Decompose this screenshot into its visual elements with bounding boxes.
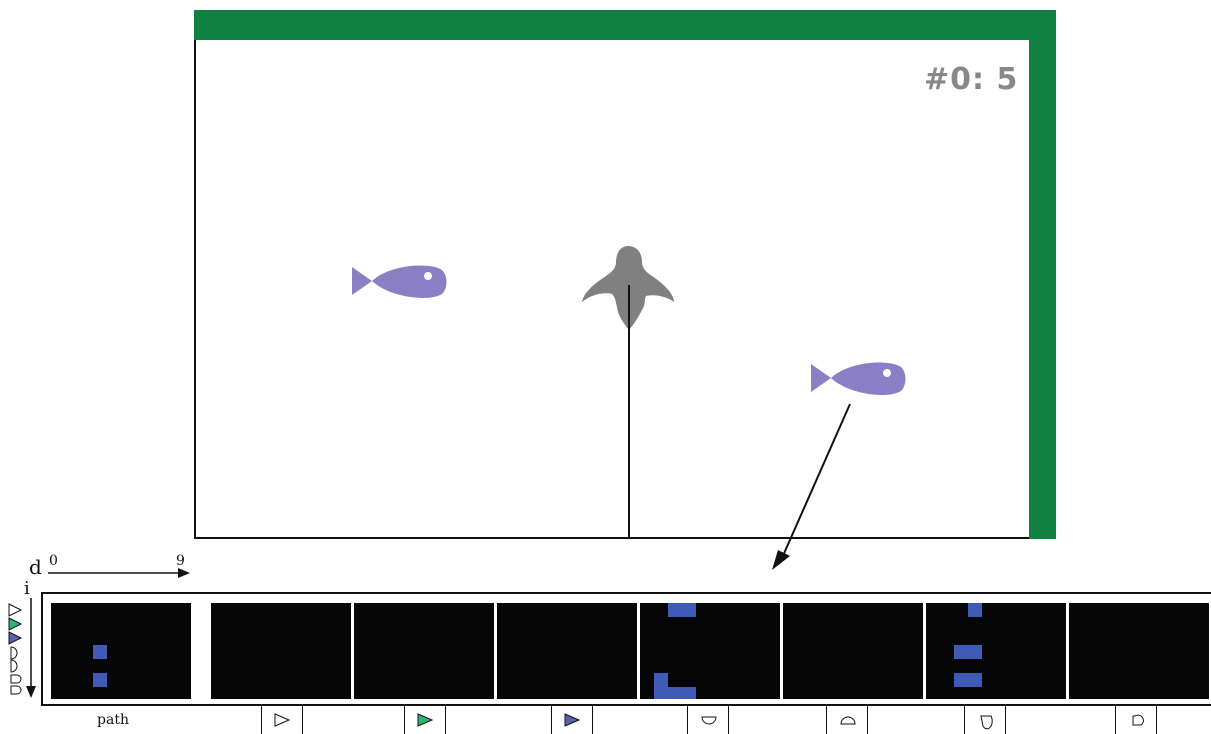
sensor-cell [954, 645, 982, 659]
sensor-cell [654, 673, 668, 687]
observation-strip [41, 592, 1211, 706]
path-label: path [58, 706, 168, 734]
sensor-panel-4 [640, 603, 780, 699]
sensor-panel-5 [783, 603, 923, 699]
sensor-cell [954, 673, 982, 687]
legend-half-circle-up-icon [826, 706, 868, 734]
fish-icon [350, 262, 450, 302]
i-axis-label: i [24, 578, 30, 599]
d-axis-arrow [48, 566, 192, 580]
vertical-path-line [628, 285, 630, 539]
path-cell [93, 673, 107, 687]
sensor-cell [968, 603, 982, 617]
sensor-panel-3 [497, 603, 637, 699]
score-readout: #0: 5 [924, 62, 1018, 97]
legend-triangle-blue-icon [551, 706, 593, 734]
sensor-panel-1 [211, 603, 351, 699]
sensor-panel-6 [926, 603, 1066, 699]
pointer-arrow [760, 398, 860, 573]
legend-triangle-green-icon [404, 706, 446, 734]
legend-quarter-shape-up-icon [1115, 706, 1157, 734]
d-axis-label: d [29, 555, 42, 579]
path-panel [51, 603, 191, 699]
legend-triangle-outline-icon [261, 706, 303, 734]
legend-half-circle-down-icon [687, 706, 729, 734]
path-cell [93, 645, 107, 659]
sensor-cell [668, 603, 696, 617]
legend-quarter-shape-down-icon [964, 706, 1006, 734]
wall-right [1029, 10, 1056, 539]
sensor-panel-7 [1069, 603, 1209, 699]
fish-icon [809, 359, 909, 399]
sensor-panel-2 [354, 603, 494, 699]
sensor-type-icons [7, 602, 23, 696]
wall-top [194, 10, 1056, 40]
sensor-cell [654, 687, 696, 699]
i-axis-arrow [24, 598, 38, 700]
